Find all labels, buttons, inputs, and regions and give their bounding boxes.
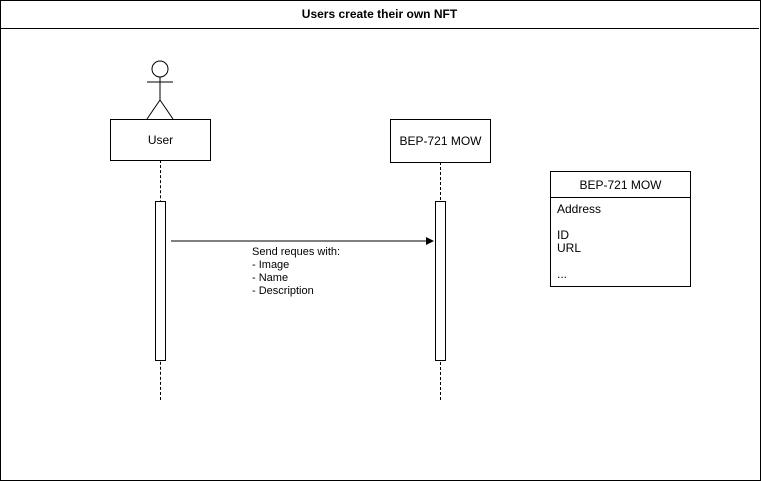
diagram-title: Users create their own NFT	[0, 0, 759, 29]
entity-field-spacer	[557, 255, 684, 268]
participant-box: BEP-721 MOW	[390, 119, 491, 163]
participant-label: BEP-721 MOW	[399, 134, 482, 148]
entity-field-spacer	[557, 216, 684, 229]
message-line: - Image	[252, 259, 290, 271]
entity-class-header: BEP-721 MOW	[551, 172, 690, 198]
message-label: Send reques with: - Image - Name - Descr…	[252, 246, 340, 298]
entity-field-address: Address	[557, 202, 602, 216]
message-line: - Description	[252, 285, 314, 297]
actor-activation-bar	[155, 201, 166, 361]
entity-field-url: URL	[557, 241, 582, 255]
stick-figure-icon	[146, 60, 174, 120]
entity-class-fields: Address ID URL ...	[551, 198, 690, 286]
entity-field-ellipsis: ...	[557, 267, 568, 281]
actor-label: User	[147, 133, 174, 147]
entity-class-box: BEP-721 MOW Address ID URL ...	[550, 171, 691, 287]
actor-box: User	[110, 119, 211, 161]
participant-activation-bar	[435, 201, 446, 361]
message-line: Send reques with:	[252, 246, 341, 258]
message-line: - Name	[252, 272, 289, 284]
entity-field-id: ID	[557, 228, 569, 242]
